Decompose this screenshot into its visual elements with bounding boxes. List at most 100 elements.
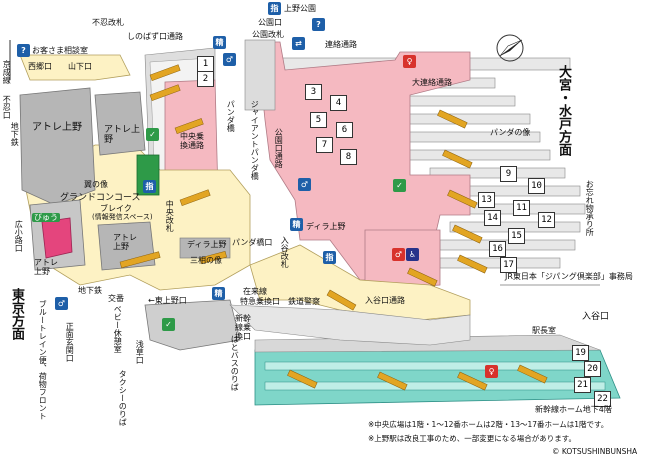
label-express-gate: 特急乗換口 <box>240 297 280 306</box>
label-park-passage: 公園口通路 <box>274 128 284 168</box>
label-subway-left: 地下鉄 <box>10 122 20 146</box>
platform-11: 11 <box>513 200 530 216</box>
label-shinobazu-passage: しのばず口通路 <box>127 32 183 41</box>
platform-12: 12 <box>538 212 555 228</box>
toilet-icon: ♂ <box>298 178 311 191</box>
label-iriya-exit: 入谷口 <box>582 312 610 322</box>
finger-icon: 指 <box>323 251 336 264</box>
label-tokyo: 東京方面 <box>8 288 24 340</box>
label-iriya-gate: 入谷改札 <box>280 236 290 268</box>
label-giant-panda-bridge: ジャイアントパンダ橋 <box>250 100 260 180</box>
label-panda-bridge-exit: パンダ橋口 <box>232 238 273 247</box>
ticket-icon: 精 <box>212 287 225 300</box>
toilet-icon: ♂ <box>223 53 236 66</box>
copyright: © KOTSUSHINBUNSHA <box>552 447 638 456</box>
label-shinkansen-gate: 新幹線乗換口 <box>235 314 251 342</box>
label-central-gate: 中央改札 <box>165 200 175 232</box>
label-dila-2: ディラ上野 <box>306 222 346 231</box>
ticket-icon: 精 <box>213 36 226 49</box>
label-iriya-passage: 入谷口通路 <box>365 296 405 305</box>
label-yamashita-exit: 山下口 <box>68 62 92 71</box>
label-shinobazu-gate: 不忍改札 <box>92 18 124 27</box>
label-dila-1: ディラ上野 <box>187 240 227 249</box>
platform-3: 3 <box>305 84 322 100</box>
label-shinobazu-exit: 不忍口 <box>2 95 12 119</box>
platform-19: 19 <box>572 345 589 361</box>
label-jipang: JR東日本「ジパング倶楽部」事務局 <box>505 272 633 281</box>
platform-7: 7 <box>316 137 333 153</box>
bus-icon: ⇄ <box>292 37 305 50</box>
note-floors: ※中央広場は1階・1〜12番ホームは2階・13〜17番ホームは1階です。 <box>368 420 609 429</box>
platform-22: 22 <box>594 391 611 407</box>
label-west-exit: 西郷口 <box>28 62 52 71</box>
label-koban: 交番 <box>108 294 124 303</box>
label-atre-4: アトレ上野 <box>34 258 58 277</box>
info-icon: ? <box>17 44 30 57</box>
toilet-icon: ♀ <box>485 365 498 378</box>
platform-16: 16 <box>489 241 506 257</box>
label-info-office: お客さま相談室 <box>32 46 88 55</box>
note-construction: ※上野駅は改良工事のため、一部変更になる場合があります。 <box>368 434 577 443</box>
label-break: ブレイク <box>100 204 132 213</box>
label-main-hall: 正面玄関口 <box>65 322 75 362</box>
label-police: 鉄道警察 <box>288 297 320 306</box>
label-taxi: タクシーのりば <box>118 370 128 426</box>
green-window-icon: ✓ <box>162 318 175 331</box>
platform-13: 13 <box>478 192 495 208</box>
north-arrow-icon <box>496 34 524 62</box>
platform-20: 20 <box>584 361 601 377</box>
label-asakusa: 浅草口 <box>135 340 145 364</box>
label-omiya-mito: 大宮・水戸方面 <box>555 65 571 156</box>
platform-14: 14 <box>484 210 501 226</box>
label-hirokoji: 広小路口 <box>14 220 24 252</box>
label-omiya-passage: 大連絡通路 <box>412 78 452 87</box>
platform-6: 6 <box>336 122 353 138</box>
label-break-sub: (情報発信スペース) <box>92 213 153 221</box>
label-atre-2: アトレ上野 <box>104 125 141 146</box>
label-subway-bottom: 地下鉄 <box>78 286 102 295</box>
label-sanki-statue: 三相の像 <box>190 256 222 265</box>
toilet-icon: ♂ <box>392 248 405 261</box>
label-shinkansen-b4: 新幹線ホーム地下4階 <box>535 405 612 414</box>
label-park-exit: 公園口 <box>258 18 282 27</box>
finger-icon: 指 <box>143 180 156 193</box>
label-stationmaster: 駅長室 <box>532 326 556 335</box>
green-window-icon: ✓ <box>393 179 406 192</box>
platform-10: 10 <box>528 178 545 194</box>
label-central-transfer: 中央乗換通路 <box>180 132 204 151</box>
label-grand-concourse: グランドコンコース <box>60 193 141 203</box>
label-zairai: 在来線 <box>243 287 267 296</box>
finger-icon: 指 <box>268 2 281 15</box>
label-panda-statue: パンダの像 <box>490 128 531 137</box>
platform-8: 8 <box>340 149 357 165</box>
label-keisei: 京成線 <box>2 60 12 84</box>
label-ueno-park: 上野公園 <box>284 4 316 13</box>
label-ueno-exit-arrow: ←東上野口 <box>148 296 187 305</box>
platform-21: 21 <box>574 377 591 393</box>
ticket-icon: 精 <box>290 218 303 231</box>
wheelchair-icon: ♿ <box>406 248 419 261</box>
label-panda-bridge: パンダ橋 <box>226 100 236 132</box>
info-icon: ? <box>312 18 325 31</box>
platform-5: 5 <box>310 112 327 128</box>
green-window-icon: ✓ <box>146 128 159 141</box>
platform-9: 9 <box>500 166 517 182</box>
label-wing-statue: 翼の像 <box>84 180 108 189</box>
platform-1: 1 <box>197 56 214 72</box>
label-park-gate: 公園改札 <box>252 30 284 39</box>
label-renraku-passage: 連絡通路 <box>325 40 357 49</box>
label-atre-3: アトレ上野 <box>113 233 137 252</box>
label-bus-stop: はとバスのりば <box>230 335 240 391</box>
platform-2: 2 <box>197 71 214 87</box>
platform-17: 17 <box>500 257 517 273</box>
toilet-icon: ♀ <box>403 55 416 68</box>
label-baby-room: ベビー休憩室 <box>113 305 123 353</box>
platform-15: 15 <box>508 228 525 244</box>
platform-4: 4 <box>330 95 347 111</box>
label-atre-1: アトレ上野 <box>32 122 82 133</box>
label-blue-train: ブルートレイン便、荷物フロント <box>38 300 48 420</box>
toilet-icon: ♂ <box>55 297 68 310</box>
label-lost-found: お忘れ物承り所 <box>585 180 595 236</box>
label-yuuyuu: びゅう <box>32 213 60 223</box>
